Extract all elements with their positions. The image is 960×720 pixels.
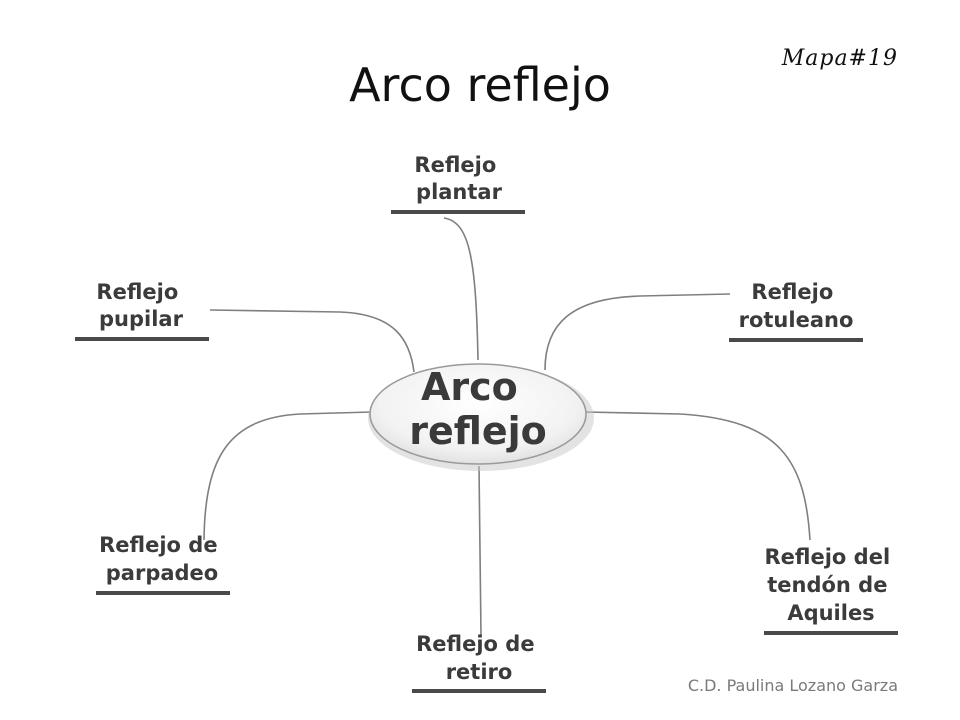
map-number-label: Mapa#19: [781, 46, 898, 71]
node-plantar-line-1: Reflejo: [414, 153, 496, 177]
node-reflejo-pupilar: Reflejo pupilar: [96, 280, 185, 331]
node-aquiles-line-2: tendón de: [767, 573, 887, 597]
node-reflejo-aquiles: Reflejo del tendón de Aquiles: [765, 545, 898, 625]
node-retiro-line-2: retiro: [446, 660, 513, 684]
central-label-line-1: Arco: [421, 365, 518, 409]
node-aquiles-line-1: Reflejo del: [765, 545, 891, 569]
connector-retiro: [478, 465, 482, 637]
node-underlines: [75, 210, 898, 693]
node-rotuleano-line-1: Reflejo: [751, 280, 833, 304]
author-credit: C.D. Paulina Lozano Garza: [687, 676, 898, 695]
node-pupilar-line-1: Reflejo: [96, 280, 178, 304]
connector-aquiles: [584, 411, 811, 541]
central-node: Arco reflejo: [368, 363, 594, 471]
connector-rotuleano: [544, 293, 731, 371]
node-retiro-line-1: Reflejo de: [416, 632, 534, 656]
node-rotuleano-line-2: rotuleano: [739, 308, 854, 332]
central-label: Arco reflejo: [409, 365, 547, 453]
node-reflejo-plantar: Reflejo plantar: [414, 153, 503, 204]
connectors: [203, 217, 811, 637]
node-parpadeo-line-2: parpadeo: [106, 561, 218, 585]
connector-pupilar: [209, 309, 415, 373]
node-reflejo-parpadeo: Reflejo de parpadeo: [99, 533, 225, 585]
connector-plantar: [443, 217, 479, 361]
central-label-line-2: reflejo: [409, 409, 547, 453]
node-plantar-line-2: plantar: [416, 180, 503, 204]
node-aquiles-line-3: Aquiles: [787, 601, 874, 625]
node-pupilar-line-2: pupilar: [99, 307, 184, 331]
node-parpadeo-line-1: Reflejo de: [99, 533, 217, 557]
connector-parpadeo: [203, 411, 373, 541]
slide-title: Arco reflejo: [349, 58, 611, 112]
node-reflejo-rotuleano: Reflejo rotuleano: [739, 280, 854, 332]
node-reflejo-retiro: Reflejo de retiro: [416, 632, 542, 684]
